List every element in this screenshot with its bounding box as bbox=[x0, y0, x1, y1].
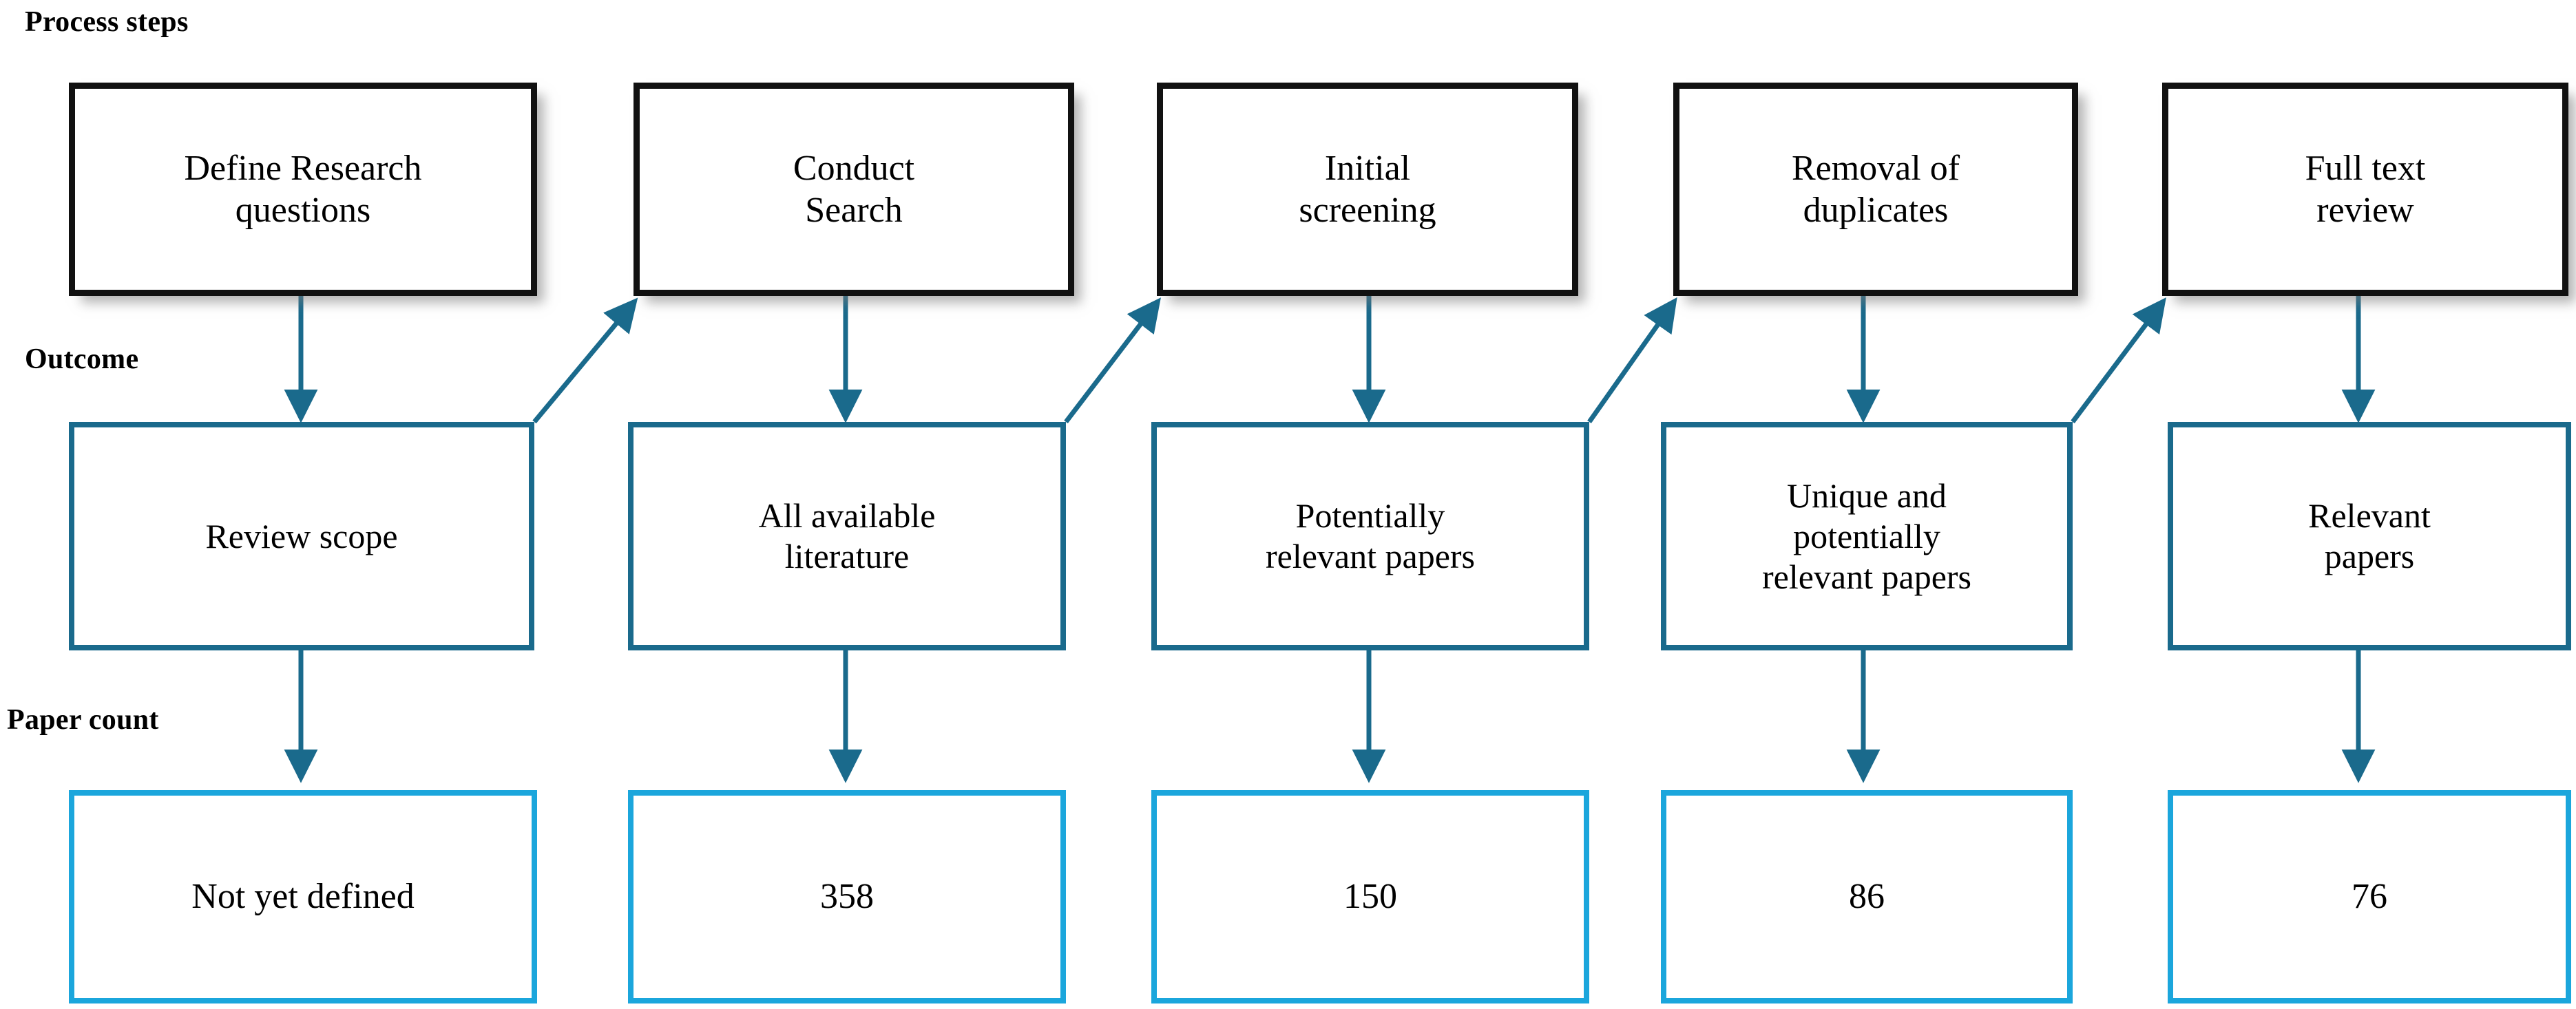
outcome-box-3-label: Potentially relevant papers bbox=[1265, 496, 1475, 575]
count-box-5-value: 76 bbox=[2352, 877, 2387, 917]
arrow-outcome3-to-process4 bbox=[1587, 297, 1677, 424]
count-box-2-value: 358 bbox=[820, 877, 874, 917]
count-box-1-value: Not yet defined bbox=[191, 877, 415, 917]
arrow-outcome2-to-process3 bbox=[1064, 297, 1161, 424]
outcome-box-2-label: All available literature bbox=[758, 496, 936, 575]
count-box-2[interactable]: 358 bbox=[628, 790, 1066, 1003]
arrow-outcome4-to-process5 bbox=[2071, 297, 2166, 424]
process-box-4[interactable]: Removal of duplicates bbox=[1673, 83, 2078, 296]
process-box-4-label: Removal of duplicates bbox=[1791, 148, 1960, 230]
outcome-box-5-label: Relevant papers bbox=[2308, 496, 2431, 575]
row-label-paper-count: Paper count bbox=[7, 704, 159, 736]
outcome-box-1-label: Review scope bbox=[205, 516, 398, 555]
count-box-3[interactable]: 150 bbox=[1151, 790, 1589, 1003]
outcome-box-1[interactable]: Review scope bbox=[69, 422, 534, 650]
process-box-1[interactable]: Define Research questions bbox=[69, 83, 537, 296]
process-box-2-label: Conduct Search bbox=[793, 148, 915, 230]
count-box-5[interactable]: 76 bbox=[2168, 790, 2571, 1003]
outcome-box-3[interactable]: Potentially relevant papers bbox=[1151, 422, 1589, 650]
count-box-4-value: 86 bbox=[1849, 877, 1885, 917]
process-box-2[interactable]: Conduct Search bbox=[633, 83, 1074, 296]
process-box-5[interactable]: Full text review bbox=[2162, 83, 2568, 296]
process-box-5-label: Full text review bbox=[2305, 148, 2426, 230]
outcome-box-4-label: Unique and potentially relevant papers bbox=[1761, 476, 1971, 596]
process-box-3-label: Initial screening bbox=[1299, 148, 1436, 230]
count-box-1[interactable]: Not yet defined bbox=[69, 790, 537, 1003]
outcome-box-5[interactable]: Relevant papers bbox=[2168, 422, 2571, 650]
row-label-outcome: Outcome bbox=[25, 343, 139, 375]
count-box-3-value: 150 bbox=[1343, 877, 1397, 917]
outcome-box-2[interactable]: All available literature bbox=[628, 422, 1066, 650]
outcome-box-4[interactable]: Unique and potentially relevant papers bbox=[1661, 422, 2073, 650]
row-label-process-steps: Process steps bbox=[25, 6, 189, 38]
process-box-3[interactable]: Initial screening bbox=[1157, 83, 1578, 296]
arrow-outcome1-to-process2 bbox=[532, 297, 638, 424]
process-box-1-label: Define Research questions bbox=[184, 148, 422, 230]
count-box-4[interactable]: 86 bbox=[1661, 790, 2073, 1003]
